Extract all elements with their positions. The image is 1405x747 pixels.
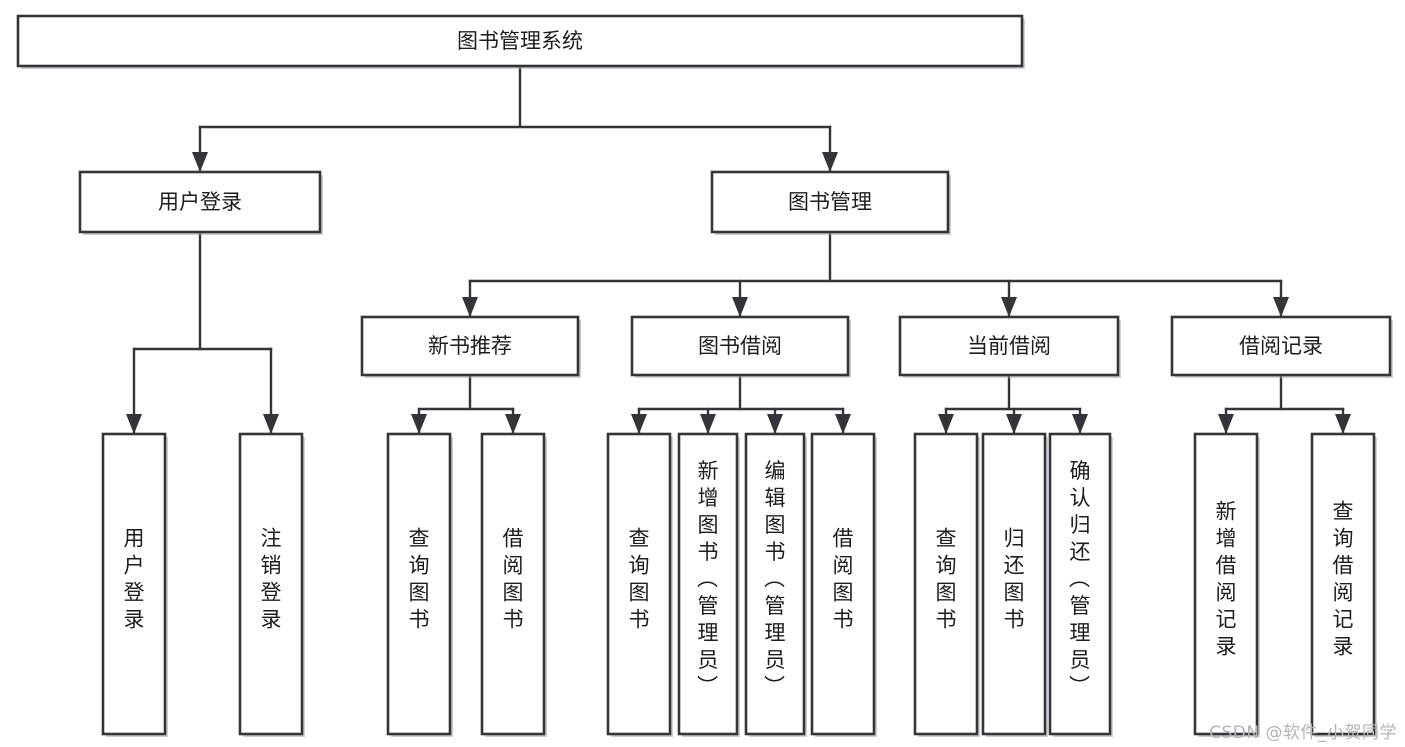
edge-arrowhead <box>767 414 783 434</box>
node-box[interactable] <box>606 432 672 736</box>
node-box[interactable] <box>810 432 876 736</box>
node-box[interactable] <box>480 432 546 736</box>
node-box[interactable] <box>78 170 322 234</box>
node-label: 图书管理 <box>788 190 872 214</box>
diagram-node[interactable]: 新书推荐 <box>360 315 581 378</box>
diagram-node[interactable]: 图书管理系统 <box>16 14 1025 69</box>
node-box[interactable] <box>238 432 304 736</box>
node-box[interactable] <box>677 432 739 736</box>
edge-group <box>938 373 1088 436</box>
diagram-node[interactable]: 用户登录 <box>101 432 168 737</box>
edge-arrowhead <box>263 414 279 434</box>
node-label: 编辑图书（管理员） <box>764 459 786 699</box>
edge-arrowhead <box>1001 297 1017 317</box>
node-label: 新书推荐 <box>428 334 512 358</box>
node-label: 注销登录 <box>261 527 282 632</box>
edge-arrowhead <box>631 414 647 434</box>
node-box[interactable] <box>101 432 167 736</box>
node-label: 用户登录 <box>124 527 145 632</box>
edge-group <box>192 64 838 174</box>
node-label: 图书借阅 <box>698 334 782 358</box>
edge-group <box>1218 373 1351 436</box>
diagram-node[interactable]: 注销登录 <box>238 432 305 737</box>
edge-arrowhead <box>822 152 838 172</box>
node-box[interactable] <box>630 315 850 377</box>
diagram-node[interactable]: 查询图书 <box>386 432 453 737</box>
diagram-node[interactable]: 编辑图书（管理员） <box>744 432 807 737</box>
node-box[interactable] <box>710 170 950 234</box>
diagram-node[interactable]: 新增借阅记录 <box>1193 432 1260 737</box>
edge-arrowhead <box>411 414 427 434</box>
diagram-node[interactable]: 查询图书 <box>913 432 980 737</box>
node-label: 确认归还（管理员） <box>1069 459 1091 699</box>
edge-arrowhead <box>1273 297 1289 317</box>
node-label: 查询图书 <box>936 527 957 632</box>
node-box[interactable] <box>1170 315 1392 377</box>
diagram-node[interactable]: 借阅记录 <box>1170 315 1393 378</box>
edge-arrowhead <box>192 152 208 172</box>
node-box[interactable] <box>913 432 979 736</box>
node-box[interactable] <box>1310 432 1376 736</box>
node-label: 借阅图书 <box>503 527 524 632</box>
edge-arrowhead <box>1218 414 1234 434</box>
node-label: 归还图书 <box>1004 527 1025 632</box>
node-label: 新增图书（管理员） <box>697 459 719 699</box>
diagram-node[interactable]: 图书借阅 <box>630 315 851 378</box>
edge-arrowhead <box>1335 414 1351 434</box>
node-label: 借阅图书 <box>833 527 854 632</box>
node-box[interactable] <box>386 432 452 736</box>
node-label: 查询图书 <box>409 527 430 632</box>
edge-arrowhead <box>835 414 851 434</box>
diagram-node[interactable]: 确认归还（管理员） <box>1048 432 1113 737</box>
edge-arrowhead <box>938 414 954 434</box>
diagram-node[interactable]: 新增图书（管理员） <box>677 432 740 737</box>
diagram-node[interactable]: 查询借阅记录 <box>1310 432 1377 737</box>
node-box[interactable] <box>1048 432 1112 736</box>
edge-arrowhead <box>126 414 142 434</box>
node-box[interactable] <box>981 432 1047 736</box>
edge-arrowhead <box>1006 414 1022 434</box>
node-box[interactable] <box>898 315 1120 377</box>
nodes-layer: 图书管理系统用户登录图书管理新书推荐图书借阅当前借阅借阅记录用户登录注销登录查询… <box>16 14 1393 737</box>
node-label: 图书管理系统 <box>457 29 583 53</box>
node-label: 用户登录 <box>158 190 242 214</box>
diagram-node[interactable]: 借阅图书 <box>480 432 547 737</box>
diagram-node[interactable]: 查询图书 <box>606 432 673 737</box>
edge-arrowhead <box>505 414 521 434</box>
node-box[interactable] <box>744 432 806 736</box>
edges-layer <box>126 64 1351 436</box>
node-label: 新增借阅记录 <box>1216 500 1237 659</box>
edge-arrowhead <box>462 297 478 317</box>
node-label: 借阅记录 <box>1239 334 1323 358</box>
edge-arrowhead <box>1072 414 1088 434</box>
diagram-node[interactable]: 图书管理 <box>710 170 951 235</box>
diagram-node[interactable]: 用户登录 <box>78 170 323 235</box>
diagram-node[interactable]: 借阅图书 <box>810 432 877 737</box>
node-label: 当前借阅 <box>967 334 1051 358</box>
edge-group <box>411 373 521 436</box>
edge-group <box>462 230 1289 319</box>
edge-arrowhead <box>700 414 716 434</box>
diagram-node[interactable]: 当前借阅 <box>898 315 1121 378</box>
edge-group <box>631 373 851 436</box>
edge-arrowhead <box>732 297 748 317</box>
node-box[interactable] <box>16 14 1024 68</box>
node-box[interactable] <box>1193 432 1259 736</box>
csdn-watermark: CSDN @软件_小贺同学 <box>1209 723 1397 743</box>
node-box[interactable] <box>360 315 580 377</box>
edge-group <box>126 230 279 436</box>
node-label: 查询借阅记录 <box>1333 500 1354 659</box>
diagram-node[interactable]: 归还图书 <box>981 432 1048 737</box>
node-label: 查询图书 <box>629 527 650 632</box>
